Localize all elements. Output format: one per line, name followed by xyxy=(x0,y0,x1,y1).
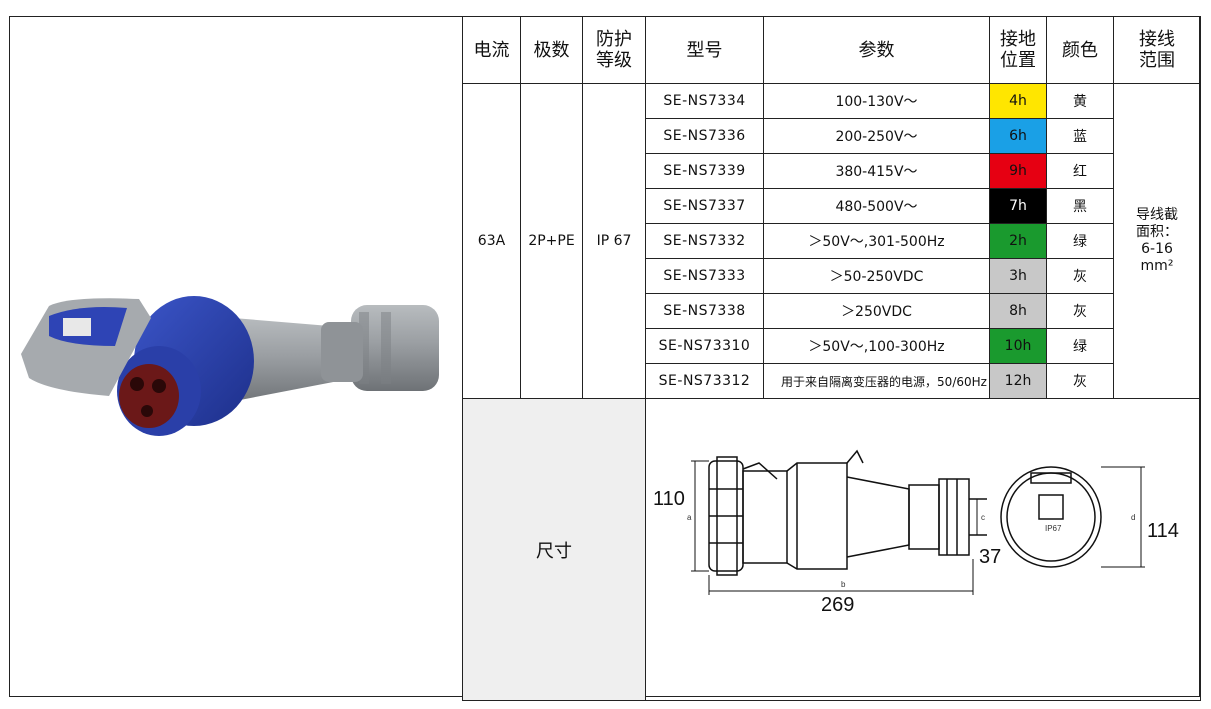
ground-cell: 2h xyxy=(989,223,1047,259)
size-row: 尺寸 xyxy=(462,398,1201,701)
color-cell: 蓝 xyxy=(1046,118,1114,154)
model-cell: SE-NS7337 xyxy=(645,188,764,224)
ground-cell: 3h xyxy=(989,258,1047,294)
color-cell: 黑 xyxy=(1046,188,1114,224)
mark-c: c xyxy=(981,513,985,522)
header-model: 型号 xyxy=(645,16,764,84)
param-cell: 380-415V～ xyxy=(763,153,990,189)
model-cell: SE-NS7334 xyxy=(645,83,764,119)
header-wiring: 接线范围 xyxy=(1113,16,1201,84)
dimension-drawing: 110 269 37 114 a b c d IP67 xyxy=(653,449,1179,616)
param-cell: 480-500V～ xyxy=(763,188,990,224)
ground-cell: 12h xyxy=(989,363,1047,399)
model-cell: SE-NS7332 xyxy=(645,223,764,259)
model-cell: SE-NS7338 xyxy=(645,293,764,329)
ground-cell: 10h xyxy=(989,328,1047,364)
header-params: 参数 xyxy=(763,16,990,84)
ground-cell: 8h xyxy=(989,293,1047,329)
param-cell: ＞50V～,100-300Hz xyxy=(763,328,990,364)
ground-cell: 7h xyxy=(989,188,1047,224)
dimension-drawing-cell: 110 269 37 114 a b c d IP67 xyxy=(645,398,1201,701)
color-cell: 绿 xyxy=(1046,328,1114,364)
ground-cell: 4h xyxy=(989,83,1047,119)
spec-table: 电流 极数 防护等级 型号 参数 接地位置 颜色 接线范围 63A 2P+PE … xyxy=(462,16,1201,701)
header-color: 颜色 xyxy=(1046,16,1114,84)
poles-value: 2P+PE xyxy=(520,83,583,399)
model-cell: SE-NS7336 xyxy=(645,118,764,154)
table-row: SE-NS73312 用于来自隔离变压器的电源，50/60Hz 12h 灰 xyxy=(463,363,1201,399)
model-cell: SE-NS7339 xyxy=(645,153,764,189)
param-cell: 200-250V～ xyxy=(763,118,990,154)
size-label: 尺寸 xyxy=(462,398,646,701)
color-cell: 灰 xyxy=(1046,258,1114,294)
mark-b: b xyxy=(841,580,846,589)
table-row: 63A 2P+PE IP 67 SE-NS7334 100-130V～ 4h 黄… xyxy=(462,83,1201,399)
param-cell: 100-130V～ xyxy=(763,83,990,119)
color-cell: 灰 xyxy=(1046,363,1114,399)
mark-a: a xyxy=(687,513,692,522)
protection-value: IP 67 xyxy=(582,83,646,399)
dimension-37: 37 xyxy=(979,546,1001,568)
param-cell: ＞50-250VDC xyxy=(763,258,990,294)
param-cell: ＞50V～,301-500Hz xyxy=(763,223,990,259)
header-poles: 极数 xyxy=(520,16,583,84)
model-cell: SE-NS73312 xyxy=(645,363,764,399)
header-ground: 接地位置 xyxy=(989,16,1047,84)
param-cell: 用于来自隔离变压器的电源，50/60Hz xyxy=(763,363,990,399)
color-cell: 红 xyxy=(1046,153,1114,189)
dimension-110: 110 xyxy=(653,488,685,510)
header-row: 电流 极数 防护等级 型号 参数 接地位置 颜色 接线范围 xyxy=(462,16,1201,84)
current-value: 63A xyxy=(462,83,521,399)
table-row: SE-NS7333 ＞50-250VDC 3h 灰 xyxy=(463,258,1201,294)
dimension-269: 269 xyxy=(821,594,854,616)
ground-cell: 6h xyxy=(989,118,1047,154)
dimension-114: 114 xyxy=(1147,520,1179,542)
table-row: SE-NS7332 ＞50V～,301-500Hz 2h 绿 xyxy=(463,223,1201,259)
header-current: 电流 xyxy=(462,16,521,84)
color-cell: 绿 xyxy=(1046,223,1114,259)
color-cell: 黄 xyxy=(1046,83,1114,119)
param-cell: ＞250VDC xyxy=(763,293,990,329)
mark-d: d xyxy=(1131,513,1135,522)
color-cell: 灰 xyxy=(1046,293,1114,329)
ip-mark: IP67 xyxy=(1045,524,1062,533)
model-cell: SE-NS7333 xyxy=(645,258,764,294)
model-cell: SE-NS73310 xyxy=(645,328,764,364)
ground-cell: 9h xyxy=(989,153,1047,189)
table-row: SE-NS7339 380-415V～ 9h 红 xyxy=(463,153,1201,189)
table-row: SE-NS7337 480-500V～ 7h 黑 xyxy=(463,188,1201,224)
product-photo xyxy=(21,296,439,436)
header-protection: 防护等级 xyxy=(582,16,646,84)
